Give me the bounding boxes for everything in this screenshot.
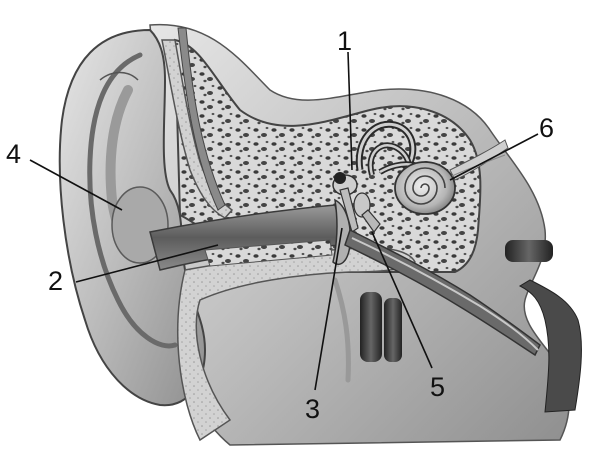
label-number-2: 2: [48, 266, 63, 296]
leader-line-4: [29, 159, 123, 211]
pinna: [58, 28, 207, 407]
label-number-1: 1: [337, 26, 352, 56]
label-number-3: 3: [305, 394, 320, 424]
label-6: 6: [449, 113, 554, 181]
leader-line-3: [314, 227, 343, 391]
cartilage: [161, 27, 234, 219]
eustachian-tube: [344, 228, 541, 357]
throat-skin: [518, 279, 582, 413]
cochlea: [394, 161, 456, 215]
label-number-6: 6: [539, 113, 554, 143]
label-5: 5: [371, 231, 445, 402]
label-3: 3: [305, 227, 343, 424]
label-4: 4: [6, 139, 123, 211]
leader-line-5: [371, 231, 433, 369]
label-number-5: 5: [430, 372, 445, 402]
leader-line-2: [75, 244, 219, 283]
label-2: 2: [48, 244, 219, 296]
leader-line-6: [449, 133, 539, 181]
label-1: 1: [337, 26, 353, 171]
label-number-4: 4: [6, 139, 21, 169]
leader-line-1: [347, 51, 353, 171]
vessels: [332, 240, 553, 383]
